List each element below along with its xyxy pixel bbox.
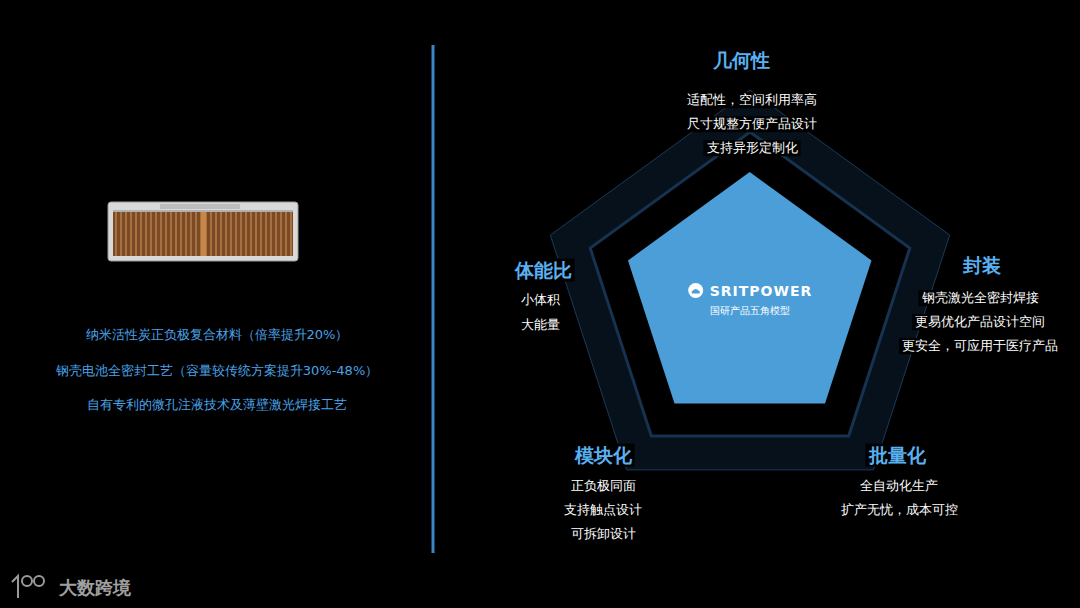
divider-line <box>432 45 435 553</box>
logo-row: SRITPOWER <box>688 283 813 299</box>
axis-description: 适配性，空间利用率高 <box>684 92 820 108</box>
axis-description: 可拆卸设计 <box>568 526 639 542</box>
axis-heading: 模块化 <box>572 444 635 467</box>
feature-note: 钢壳电池全密封工艺（容量较传统方案提升30%-48%） <box>53 363 381 379</box>
model-name: 国研产品五角模型 <box>688 304 813 318</box>
axis-description: 尺寸规整方便产品设计 <box>684 116 820 132</box>
axis-heading: 体能比 <box>512 259 575 282</box>
logo-icon <box>688 283 704 299</box>
feature-note: 自有专利的微孔注液技术及薄壁激光焊接工艺 <box>84 397 350 413</box>
axis-description: 更易优化产品设计空间 <box>912 314 1048 330</box>
watermark-logo <box>12 576 44 598</box>
axis-description: 更安全，可应用于医疗产品 <box>899 338 1061 354</box>
brand-name: SRITPOWER <box>710 283 813 299</box>
axis-description: 小体积 <box>518 292 563 308</box>
axis-heading: 封装 <box>960 254 1004 277</box>
pentagon-rings <box>550 90 949 470</box>
axis-description: 支持异形定制化 <box>704 140 801 156</box>
axis-description: 全自动化生产 <box>857 478 941 494</box>
axis-description: 大能量 <box>518 317 563 333</box>
watermark: 大数跨境 <box>56 577 134 599</box>
feature-note: 纳米活性炭正负极复合材料（倍率提升20%） <box>83 327 352 343</box>
logo-block: SRITPOWER 国研产品五角模型 <box>688 283 813 318</box>
axis-description: 钢壳激光全密封焊接 <box>919 290 1042 306</box>
middle-pentagon <box>590 132 910 436</box>
axis-description: 支持触点设计 <box>561 502 645 518</box>
axis-heading: 几何性 <box>710 49 773 72</box>
axis-heading: 批量化 <box>866 444 929 467</box>
center-pentagon: SRITPOWER 国研产品五角模型 <box>628 172 871 404</box>
axis-description: 扩产无忧，成本可控 <box>838 502 961 518</box>
battery-illustration <box>108 202 298 261</box>
outer-pentagon <box>550 90 949 470</box>
axis-description: 正负极同面 <box>568 478 639 494</box>
